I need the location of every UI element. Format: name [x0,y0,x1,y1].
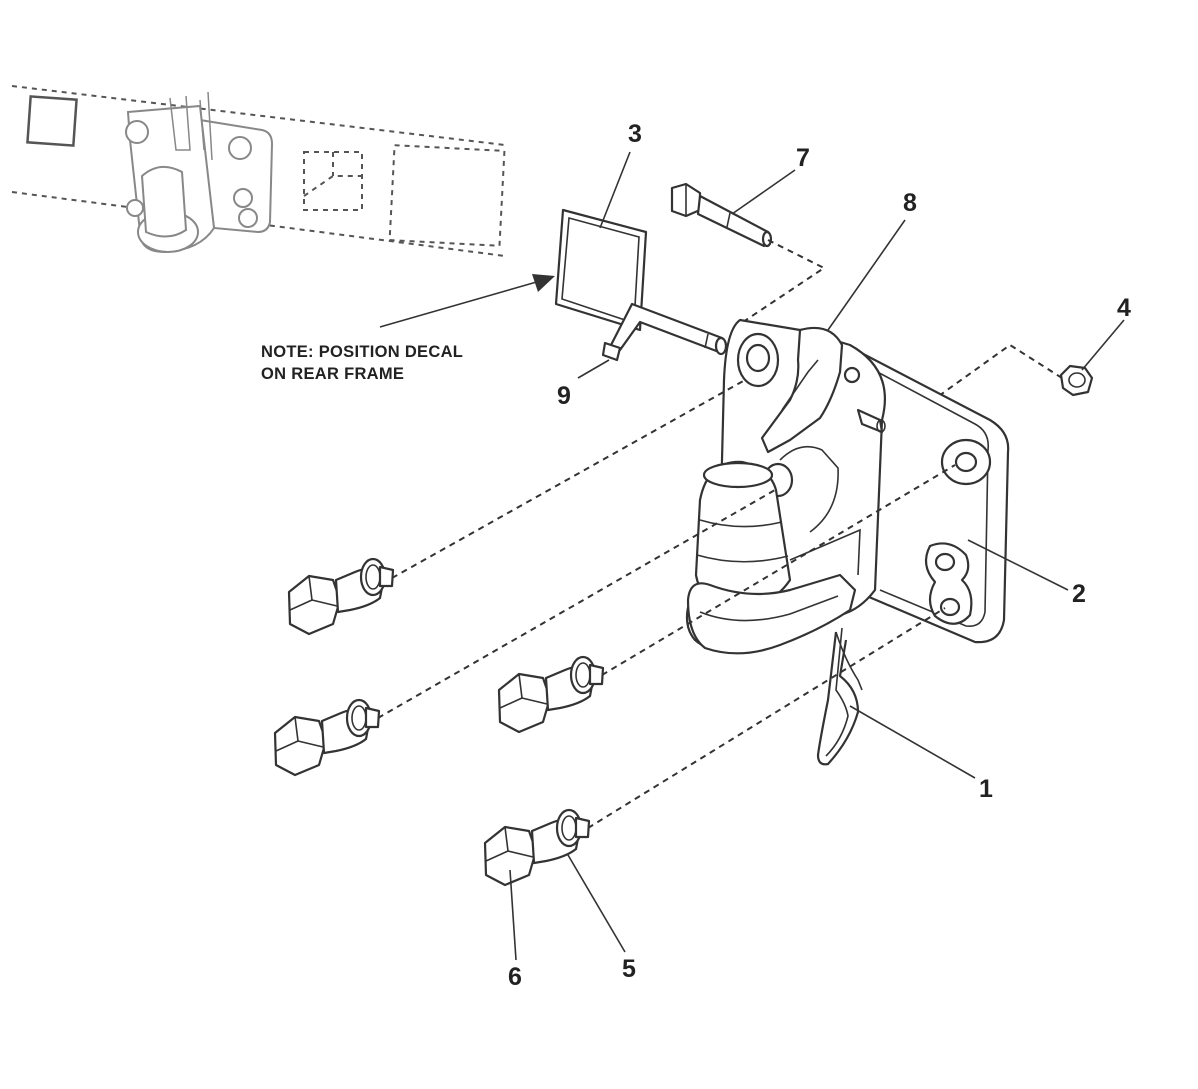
note-line-2: ON REAR FRAME [261,365,404,383]
rear-frame-inset [11,85,506,257]
pintle-hook-part [685,318,886,655]
cotter-clip-part [816,627,863,766]
callout-8: 8 [903,189,917,217]
callout-9: 9 [557,382,571,410]
note-arrow [379,274,555,328]
bolt-b-part [273,698,381,777]
frame-decal-outline [26,95,78,147]
bolt-d-part [483,808,591,887]
frame-pintle-hook-ghost [125,91,274,254]
callout-2: 2 [1072,580,1086,608]
callout-7: 7 [796,144,810,172]
hitch-pin-part [601,302,728,362]
note-line-1: NOTE: POSITION DECAL [261,343,463,361]
leader-lines [509,151,1125,961]
long-bolt-part [670,182,773,248]
mounting-plate-part [844,343,1010,644]
callout-1: 1 [979,775,993,803]
bolt-a-part [287,557,395,636]
bolt-c-part [497,655,605,734]
callout-3: 3 [628,120,642,148]
callout-5: 5 [622,955,636,983]
callout-4: 4 [1117,294,1131,322]
lock-nut-part [1059,364,1094,397]
callout-6: 6 [508,963,522,991]
